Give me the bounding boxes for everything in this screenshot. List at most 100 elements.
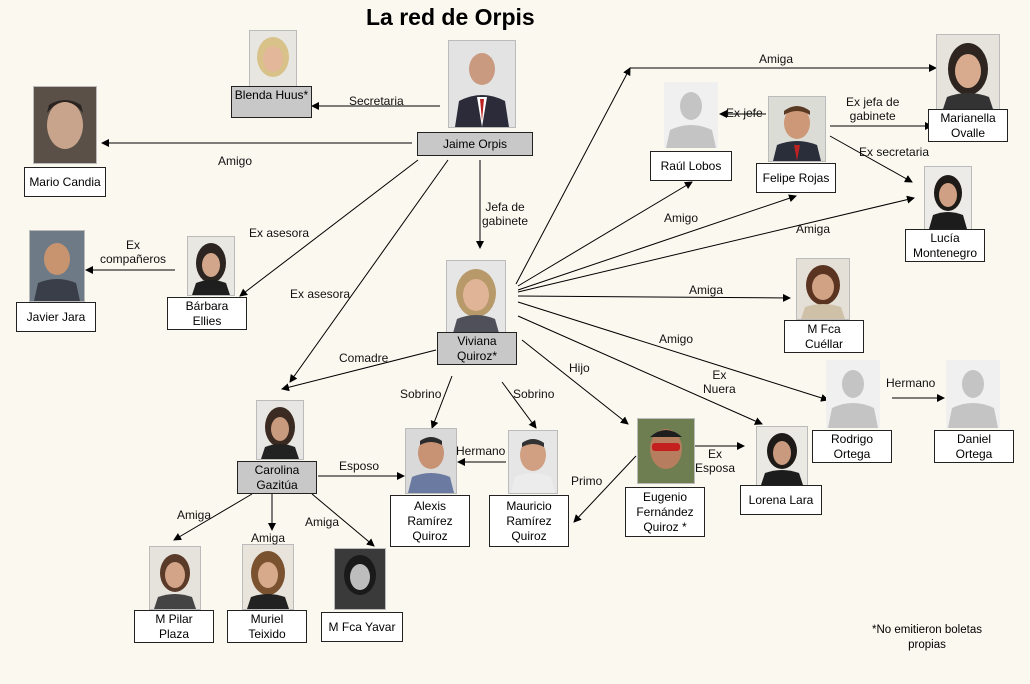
relation-label: Amiga (305, 515, 340, 529)
node-viviana-quiroz[interactable]: Viviana Quiroz* (437, 332, 517, 365)
photo-mario-candia (33, 86, 97, 164)
link-eugenio-mauricio (573, 455, 637, 523)
photo-lucia-montenegro (924, 166, 972, 230)
node-felipe-rojas[interactable]: Felipe Rojas (756, 163, 836, 193)
relation-label: Ex asesora (249, 226, 310, 240)
photo-pilar-plaza (149, 546, 201, 610)
photo-carolina-gazitua (256, 400, 304, 460)
node-muriel-teixido[interactable]: Muriel Teixido (227, 610, 307, 643)
node-mfca-cuellar[interactable]: M Fca Cuéllar (784, 320, 864, 353)
relation-label: Ex secretaria (859, 145, 930, 159)
link-viviana-lorena (517, 315, 763, 425)
relation-label: Ex Esposa (695, 447, 736, 475)
node-label: Raúl Lobos (660, 158, 722, 173)
relation-label: Ex compañeros (100, 238, 167, 266)
node-raul-lobos[interactable]: Raúl Lobos (650, 151, 732, 181)
relation-label: Ex asesora (290, 287, 351, 301)
node-daniel-ortega[interactable]: Daniel Ortega (934, 430, 1014, 463)
relation-label: Amiga (759, 52, 794, 66)
link-viviana-carolina (281, 349, 437, 392)
photo-jaime-orpis (448, 40, 516, 128)
node-label: Marianella Ovalle (940, 110, 996, 140)
link-viviana-mauricio (501, 381, 537, 429)
relation-label: Amigo (664, 211, 699, 225)
node-label: Javier Jara (26, 309, 86, 324)
node-pilar-plaza[interactable]: M Pilar Plaza (134, 610, 214, 643)
photo-alexis-ramirez (405, 428, 457, 494)
photo-mauricio-ramirez (508, 430, 558, 494)
relation-label: Ex jefa de gabinete (846, 95, 900, 123)
relation-label: Hermano (456, 444, 506, 458)
node-jaime-orpis[interactable]: Jaime Orpis (417, 132, 533, 156)
node-label: Bárbara Ellies (185, 298, 229, 328)
link-viviana-lucia (517, 195, 915, 293)
node-label: Viviana Quiroz* (456, 333, 497, 363)
relation-label: Comadre (339, 351, 389, 365)
node-lucia-montenegro[interactable]: Lucía Montenegro (905, 229, 985, 262)
photo-mfca-cuellar (796, 258, 850, 320)
node-alexis-ramirez[interactable]: Alexis Ramírez Quiroz (390, 495, 470, 547)
link-viviana-alexis (430, 375, 453, 429)
page-title: La red de Orpis (366, 4, 535, 30)
relation-label: Esposo (339, 459, 380, 473)
node-mfca-yavar[interactable]: M Fca Yavar (321, 612, 403, 642)
node-mario-candia[interactable]: Mario Candia (24, 167, 106, 197)
link-carolina-pilar (173, 493, 253, 541)
relation-label: Amiga (251, 531, 286, 545)
relation-label: Amiga (689, 283, 724, 297)
node-label: Jaime Orpis (442, 136, 507, 151)
node-label: Muriel Teixido (248, 611, 286, 641)
node-label: Eugenio Fernández Quiroz * (636, 489, 694, 534)
node-eugenio-fernandez[interactable]: Eugenio Fernández Quiroz * (625, 487, 705, 537)
node-marianella-ovalle[interactable]: Marianella Ovalle (928, 109, 1008, 142)
relation-label: Amigo (218, 154, 253, 168)
node-label: Lorena Lara (748, 492, 814, 507)
node-rodrigo-ortega[interactable]: Rodrigo Ortega (812, 430, 892, 463)
node-javier-jara[interactable]: Javier Jara (16, 302, 96, 332)
relation-label: Amiga (796, 222, 831, 236)
node-mauricio-ramirez[interactable]: Mauricio Ramírez Quiroz (489, 495, 569, 547)
link-viviana-cuellar (517, 293, 791, 302)
photo-marianella-ovalle (936, 34, 1000, 110)
photo-lorena-lara (756, 426, 808, 486)
node-lorena-lara[interactable]: Lorena Lara (740, 485, 822, 515)
node-label: Blenda Huus* (234, 88, 309, 102)
photo-mfca-yavar (334, 548, 386, 610)
link-jaime-carolina (289, 159, 449, 383)
link-viviana-marianella (515, 67, 631, 285)
node-label: Mario Candia (29, 174, 101, 189)
node-label: Alexis Ramírez Quiroz (407, 498, 453, 543)
photo-daniel-ortega (946, 360, 1000, 428)
node-label: Daniel Ortega (955, 431, 993, 461)
photo-raul-lobos (664, 82, 718, 148)
photo-barbara-ellies (187, 236, 235, 296)
node-barbara-ellies[interactable]: Bárbara Ellies (167, 297, 247, 330)
photo-eugenio-fernandez (637, 418, 695, 484)
link-jaime-barbara (239, 159, 419, 297)
link-viviana-raul (517, 181, 693, 287)
node-carolina-gazitua[interactable]: Carolina Gazitúa (237, 461, 317, 494)
photo-muriel-teixido (242, 544, 294, 610)
relation-label: Hijo (569, 361, 590, 375)
photo-felipe-rojas (768, 96, 826, 162)
relation-label: Ex jefe (726, 106, 763, 120)
node-label: Rodrigo Ortega (830, 431, 874, 461)
node-label: M Pilar Plaza (155, 611, 193, 641)
link-felipe-lucia (829, 135, 913, 183)
link-viviana-felipe (517, 194, 797, 291)
relation-label: Sobrino (400, 387, 442, 401)
node-label: Felipe Rojas (762, 170, 830, 185)
node-label: Mauricio Ramírez Quiroz (506, 498, 552, 543)
relation-label: Amiga (177, 508, 212, 522)
photo-rodrigo-ortega (826, 360, 880, 428)
node-blenda-huus[interactable]: Blenda Huus* (231, 86, 312, 118)
relation-label: Sobrino (513, 387, 555, 401)
relation-label: Ex Nuera (703, 368, 736, 396)
relation-label: Secretaria (349, 94, 404, 108)
link-carolina-yavar (311, 493, 375, 547)
node-label: M Fca Yavar (328, 619, 396, 634)
node-label: M Fca Cuéllar (804, 321, 843, 351)
photo-javier-jara (29, 230, 85, 302)
link-viviana-eugenio (521, 339, 629, 425)
